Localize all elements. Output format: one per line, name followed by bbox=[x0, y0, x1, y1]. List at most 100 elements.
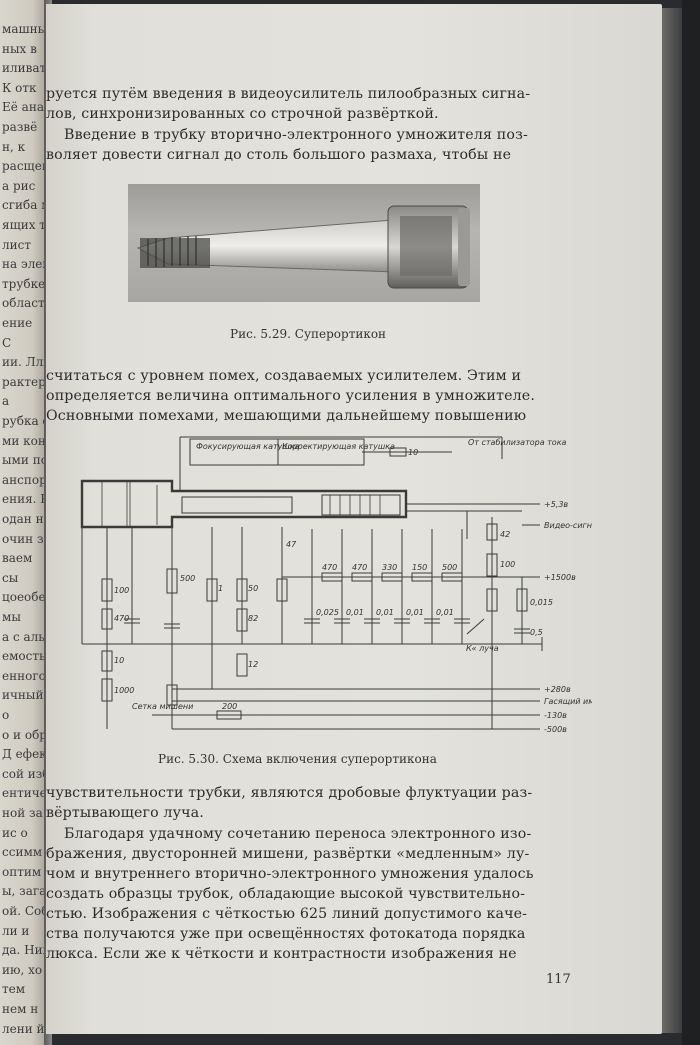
label-r10k: 10 bbox=[114, 656, 124, 665]
label-r470c: 470 bbox=[114, 614, 129, 623]
label-r100: 100 bbox=[500, 560, 515, 569]
figure-caption: Рис. 5.30. Схема включения суперортикона bbox=[158, 752, 437, 766]
label-current-stabilizer: От стабилизатора тока bbox=[468, 438, 567, 447]
left-page-fragment: ной за bbox=[2, 806, 43, 820]
label-c0025: 0,025 bbox=[316, 608, 339, 617]
label-r500: 500 bbox=[442, 563, 457, 572]
left-page-fragment: лени й bbox=[2, 1021, 45, 1036]
left-page-fragment: расщеп bbox=[2, 159, 46, 174]
label-plus53: +5,3в bbox=[544, 500, 568, 509]
left-page-fragment: очин з bbox=[2, 531, 44, 546]
label-r50: 50 bbox=[248, 584, 258, 593]
text-line: чом и внутреннего вторично-электронного … bbox=[46, 866, 534, 882]
text-line: ства получаются уже при освещённостях фо… bbox=[46, 926, 526, 942]
left-page-fragment: ентических bbox=[2, 786, 46, 801]
left-page-fragment: анспорти bbox=[2, 472, 46, 487]
left-page-fragment: ли и bbox=[2, 923, 30, 938]
book-page: руется путём введения в видеоусилитель п… bbox=[46, 4, 662, 1034]
left-page-fragment: цоеобеда bbox=[2, 590, 46, 605]
label-video: Видео-сигнал bbox=[544, 521, 592, 530]
label-m130: -130в bbox=[544, 711, 567, 720]
text-line: стью. Изображения с чёткостью 625 линий … bbox=[46, 906, 528, 922]
page-number: 117 bbox=[546, 972, 571, 987]
label-r1: 1 bbox=[218, 584, 223, 593]
text-line: воляет довести сигнал до столь большого … bbox=[46, 147, 512, 163]
label-c05: 0,5 bbox=[530, 628, 543, 637]
left-page-fragment: рактер bbox=[2, 374, 46, 389]
left-page-fragment: ми контрас bbox=[2, 433, 46, 448]
left-page-fragment: ис о bbox=[2, 825, 28, 840]
label-focus-coil: Фокусирующая катушка bbox=[196, 442, 300, 451]
left-page-fragment: развё bbox=[2, 120, 38, 134]
left-page-fragment: лист bbox=[2, 237, 31, 252]
left-page-fragment: емость ни bbox=[2, 649, 46, 664]
left-page-fragment: ой. Соб bbox=[2, 904, 46, 918]
left-page-fragment: ных в bbox=[2, 41, 37, 56]
left-page-fragment: Её анал bbox=[2, 100, 46, 115]
text-line: руется путём введения в видеоусилитель п… bbox=[46, 86, 531, 102]
label-blanking: Гасящий имп. к пол bbox=[544, 697, 592, 706]
left-page-fragment: на элект bbox=[2, 257, 46, 272]
label-r47: 47 bbox=[286, 540, 297, 549]
left-page-fragment: машны bbox=[2, 22, 46, 36]
label-m500: -500в bbox=[544, 725, 567, 734]
left-page-fragment: а с альн bbox=[2, 629, 46, 644]
text-line: бражения, двусторонней мишени, развёртки… bbox=[46, 846, 530, 862]
figure-caption: Рис. 5.29. Суперортикон bbox=[230, 327, 387, 341]
text-line: лов, синхронизированных со строчной разв… bbox=[46, 106, 439, 122]
left-page-fragment: ссимм ко bbox=[2, 845, 46, 860]
left-page-fragment: тем bbox=[2, 982, 26, 997]
text-line: определяется величина оптимального усиле… bbox=[46, 388, 535, 404]
text-line: создать образцы трубок, обладающие высок… bbox=[46, 886, 526, 902]
text-line: Основными помехами, мешающими дальнейшем… bbox=[46, 408, 527, 424]
left-page-fragment: ваем bbox=[2, 551, 33, 566]
left-page-fragment: оптим й bbox=[2, 864, 46, 879]
label-c0015: 0,015 bbox=[530, 598, 553, 607]
superorthicon-photo bbox=[128, 184, 480, 302]
left-page-fragment: сгиба м bbox=[2, 198, 46, 213]
label-r150: 150 bbox=[412, 563, 427, 572]
text-line: считаться с уровнем помех, создаваемых у… bbox=[46, 368, 522, 384]
text-line: Благодаря удачному сочетанию переноса эл… bbox=[64, 826, 532, 842]
left-page-fragment: сой изби bbox=[2, 766, 46, 781]
left-page-fragment: мы bbox=[2, 610, 21, 624]
label-1500v: +1500в bbox=[544, 573, 576, 582]
label-c001d: 0,01 bbox=[436, 608, 454, 617]
label-r470b: 470 bbox=[352, 563, 367, 572]
left-page-fragment: иливать bbox=[2, 61, 46, 76]
text-line: чувствительности трубки, являются дробов… bbox=[46, 785, 533, 801]
left-page-fragment: сы bbox=[2, 570, 19, 585]
label-r12: 12 bbox=[248, 660, 258, 669]
label-r470a: 470 bbox=[322, 563, 337, 572]
label-r1000: 1000 bbox=[114, 686, 134, 695]
left-page-fragment: ящих т bbox=[2, 218, 46, 232]
page-stack-edge bbox=[662, 8, 682, 1033]
label-beam: К« луча bbox=[466, 644, 499, 653]
left-page-fragment: ыми полны bbox=[2, 453, 46, 468]
left-page-fragment: нем н bbox=[2, 1002, 39, 1016]
left-page-fragment: а рис bbox=[2, 178, 36, 193]
left-page-fragment: трубке м bbox=[2, 276, 46, 291]
label-c001a: 0,01 bbox=[346, 608, 364, 617]
left-page-fragment: а bbox=[2, 394, 10, 409]
label-c001b: 0,01 bbox=[376, 608, 394, 617]
left-page-fragment: ения. В bbox=[2, 492, 46, 507]
label-280v: +280в bbox=[544, 685, 571, 694]
label-correction-coil: Корректирующая катушка bbox=[282, 442, 395, 451]
left-page-fragment: рубка обла bbox=[2, 414, 46, 428]
label-r82: 82 bbox=[248, 614, 258, 623]
left-page-fragment: о и обра bbox=[2, 727, 46, 742]
book-cover-edge bbox=[682, 0, 700, 1045]
label-r500b: 500 bbox=[180, 574, 195, 583]
left-page-fragment: ии. Ллнии bbox=[2, 355, 46, 370]
left-page-fragment: ичный с bbox=[2, 688, 46, 703]
left-page-fragment: ию, хо bbox=[2, 962, 43, 977]
label-c001c: 0,01 bbox=[406, 608, 424, 617]
label-r200: 200 bbox=[222, 702, 237, 711]
label-r-top: 10 bbox=[408, 448, 418, 457]
left-page-fragment: ы, зага bbox=[2, 884, 46, 899]
left-page-fragment: одан ня с bbox=[2, 512, 46, 526]
label-r42: 42 bbox=[500, 530, 510, 539]
left-page-fragment: енного р bbox=[2, 668, 46, 683]
